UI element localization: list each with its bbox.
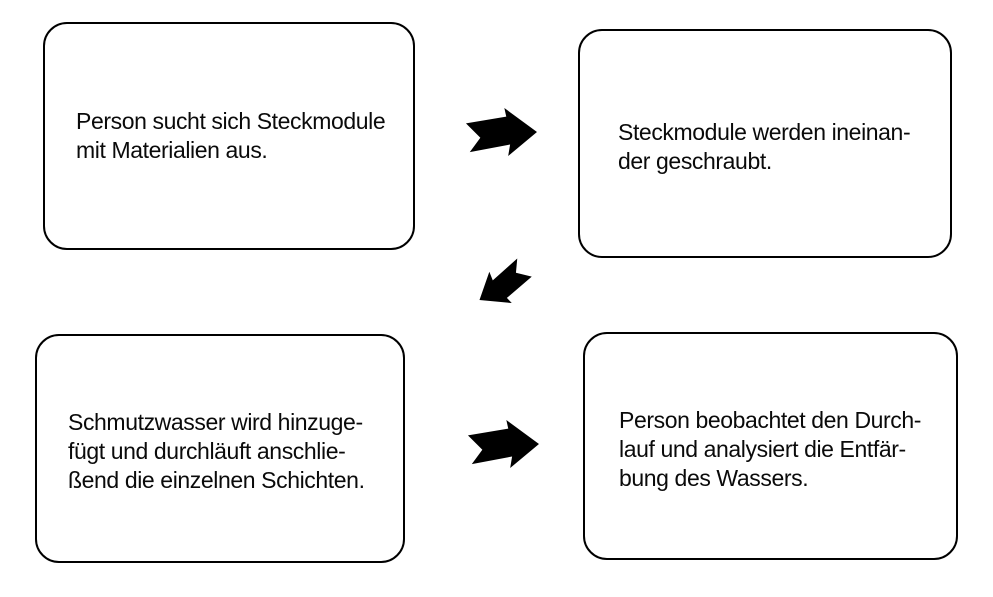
arrow-right-icon [464, 108, 537, 156]
flow-box-step-2-line-1: Steckmodule werden ineinan- [618, 118, 911, 145]
flow-box-step-3-line-1: Schmutzwasser wird hinzuge- [68, 409, 363, 435]
flow-box-step-4-line-2: lauf und analysiert die Entfär- [619, 435, 906, 462]
flow-box-step-4: Person beobachtet den Durch- lauf und an… [583, 332, 958, 560]
flow-box-step-3: Schmutzwasser wird hinzuge- fügt und dur… [35, 334, 405, 563]
flow-box-step-1-line-2: mit Materialien aus. [76, 137, 268, 163]
flow-box-step-2: Steckmodule werden ineinan- der geschrau… [578, 29, 952, 258]
flow-box-step-3-line-2: fügt und durchläuft anschlie- [68, 438, 346, 464]
flow-box-step-3-line-3: ßend die einzelnen Schichten. [68, 467, 365, 493]
arrow-right-icon [466, 420, 539, 468]
flow-box-step-2-line-2: der geschraubt. [618, 147, 772, 174]
flow-box-step-4-line-1: Person beobachtet den Durch- [619, 406, 922, 433]
flow-box-step-4-line-3: bung des Wassers. [619, 464, 809, 491]
flow-box-step-1: Person sucht sich Steckmodule mit Materi… [43, 22, 415, 250]
arrow-down-left-icon [470, 254, 540, 317]
flow-box-step-1-line-1: Person sucht sich Steckmodule [76, 108, 386, 134]
